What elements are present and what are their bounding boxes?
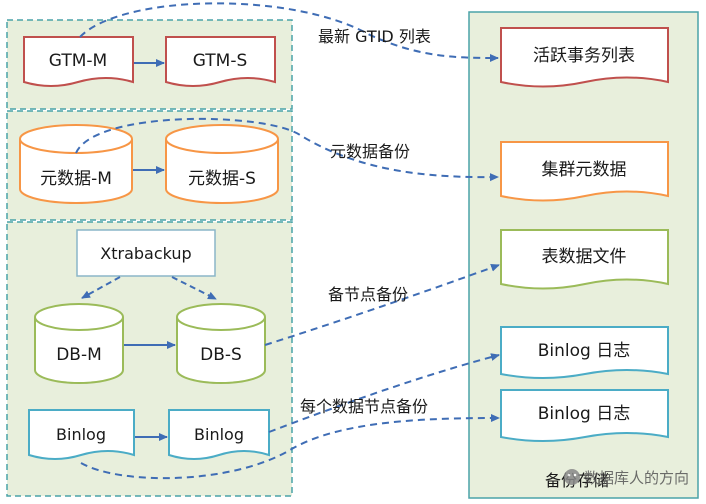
meta-backup-edge: [75, 117, 499, 182]
gtm-m-document: GTM-M: [23, 36, 134, 87]
storage-item-binlog-2: Binlog 日志: [500, 389, 669, 442]
gtid-backup-edge: [79, 2, 499, 62]
meta-s-cylinder: 元数据-S: [165, 124, 279, 204]
storage-item-binlog-1: Binlog 日志: [500, 326, 669, 379]
gtm-s-label: GTM-S: [193, 51, 248, 71]
each-node-backup-edge-label: 每个数据节点备份: [300, 397, 428, 416]
storage-item-cluster-meta: 集群元数据: [500, 141, 669, 202]
watermark: 数据库人的方向: [564, 469, 689, 487]
xtrabackup-to-db-m-arrow: [81, 276, 121, 299]
db-m-label: DB-M: [56, 345, 102, 365]
xtrabackup-box: Xtrabackup: [76, 229, 216, 277]
db-s-label: DB-S: [200, 345, 242, 365]
meta-s-label: 元数据-S: [188, 169, 256, 189]
binlog-m-backup-edge: [80, 414, 500, 480]
storage-item-label: 集群元数据: [542, 160, 627, 180]
binlog-s-document: Binlog: [168, 409, 270, 460]
binlog-s-backup-edge: [268, 353, 500, 433]
node-backup-edge: [264, 263, 500, 346]
gtid-edge-label: 最新 GTID 列表: [318, 27, 431, 46]
gtm-m-label: GTM-M: [49, 51, 107, 71]
xtrabackup-label: Xtrabackup: [100, 244, 191, 263]
node-backup-edge-label: 备节点备份: [328, 285, 408, 304]
db-m-cylinder: DB-M: [34, 303, 124, 384]
meta-m-cylinder: 元数据-M: [19, 124, 133, 204]
watermark-label: 数据库人的方向: [584, 469, 689, 487]
gtm-s-document: GTM-S: [165, 36, 276, 87]
storage-item-label: 活跃事务列表: [533, 46, 635, 66]
meta-backup-edge-label: 元数据备份: [330, 142, 410, 161]
binlog-m-label: Binlog: [56, 425, 106, 444]
storage-item-label: Binlog 日志: [538, 404, 630, 424]
xtrabackup-to-db-s-arrow: [171, 276, 217, 300]
storage-item-table-files: 表数据文件: [500, 229, 669, 290]
meta-m-label: 元数据-M: [40, 169, 112, 189]
binlog-m-document: Binlog: [28, 409, 135, 460]
storage-item-active-trx: 活跃事务列表: [500, 27, 669, 88]
binlog-s-label: Binlog: [194, 425, 244, 444]
storage-item-label: 表数据文件: [542, 247, 627, 267]
storage-item-label: Binlog 日志: [538, 341, 630, 361]
db-s-cylinder: DB-S: [176, 303, 266, 384]
